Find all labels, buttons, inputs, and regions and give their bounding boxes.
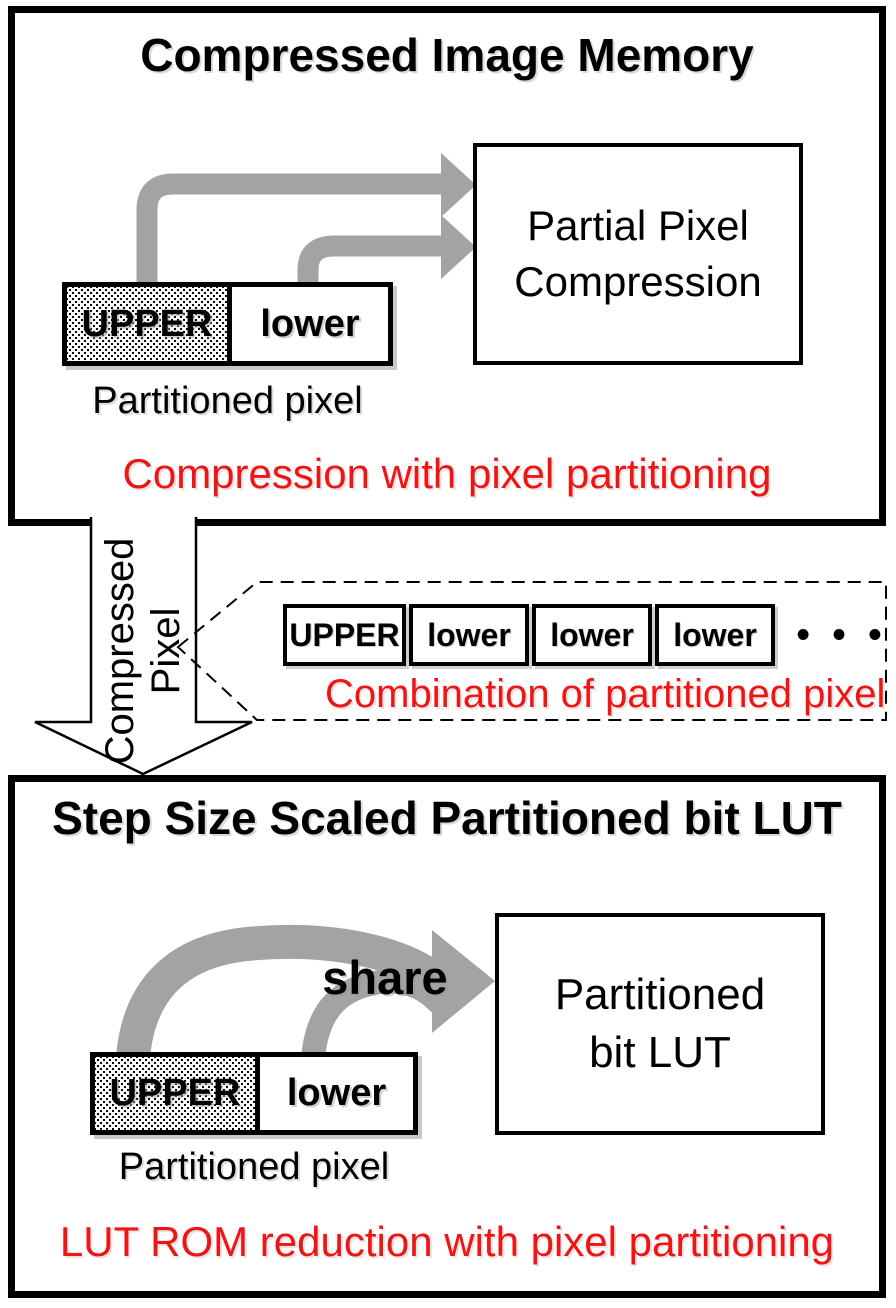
- bottom-red-caption: LUT ROM reduction with pixel partitionin…: [59, 1218, 835, 1265]
- top-lower-cell: lower: [232, 287, 388, 361]
- upper-arrow-head-icon: [441, 153, 476, 217]
- top-red-caption: Compression with pixel partitioning: [122, 450, 772, 497]
- bottom-partitioned-pixel-box: UPPER lower: [90, 1052, 418, 1135]
- ppc-line1: Partial Pixel: [527, 202, 749, 249]
- ellipsis-dots-icon: • • •: [796, 613, 888, 656]
- upper-share-curve-arrow: [116, 924, 447, 1060]
- ppc-line2: Compression: [514, 258, 762, 305]
- lower-share-curve-arrow: [301, 969, 449, 1060]
- top-section-title: Compressed Image Memory: [140, 29, 754, 81]
- compressed-pixel-down-arrow: [34, 517, 253, 776]
- top-partitioned-pixel-box: UPPER lower: [62, 282, 393, 366]
- compressed-pixel-label-line1: Compressed: [98, 537, 142, 765]
- bottom-lower-label: lower: [286, 1072, 387, 1114]
- partitioned-bit-lut-box: Partitioned bit LUT: [495, 913, 825, 1135]
- combo-lower-cell-3: lower: [655, 604, 775, 666]
- compressed-pixel-label: Compressed Pixel: [97, 531, 189, 771]
- compressed-pixel-label-line2: Pixel: [144, 607, 188, 695]
- bottom-upper-label: UPPER: [109, 1072, 241, 1114]
- combo-lower-label-2: lower: [550, 616, 634, 653]
- share-label: share: [322, 951, 448, 1004]
- combination-row: UPPER lower lower lower: [283, 604, 775, 666]
- combination-red-caption: Combination of partitioned pixel: [325, 672, 886, 716]
- combo-lower-cell-1: lower: [409, 604, 529, 666]
- combo-lower-label-1: lower: [427, 616, 511, 653]
- bottom-lower-cell: lower: [260, 1057, 413, 1130]
- lut-line2: bit LUT: [589, 1028, 731, 1077]
- bottom-upper-cell: UPPER: [95, 1057, 260, 1130]
- upper-to-compression-arrow: [136, 173, 441, 292]
- top-upper-cell: UPPER: [67, 287, 232, 361]
- bottom-section-title: Step Size Scaled Partitioned bit LUT: [52, 792, 842, 844]
- combo-upper-cell: UPPER: [283, 604, 406, 666]
- partial-pixel-compression-box: Partial Pixel Compression: [473, 143, 803, 365]
- combo-upper-label: UPPER: [289, 616, 400, 653]
- top-partitioned-pixel-label: Partitioned pixel: [92, 380, 363, 422]
- lower-arrow-head-icon: [441, 215, 476, 279]
- combination-callout-outline: [176, 581, 887, 721]
- combo-lower-label-3: lower: [673, 616, 757, 653]
- top-lower-label: lower: [260, 302, 360, 345]
- share-arrow-head-icon: [432, 930, 495, 1033]
- top-upper-label: UPPER: [81, 302, 213, 345]
- combo-lower-cell-2: lower: [532, 604, 652, 666]
- bottom-partitioned-pixel-label: Partitioned pixel: [118, 1146, 390, 1188]
- lower-to-compression-arrow: [297, 235, 441, 292]
- lut-line1: Partitioned: [554, 970, 766, 1019]
